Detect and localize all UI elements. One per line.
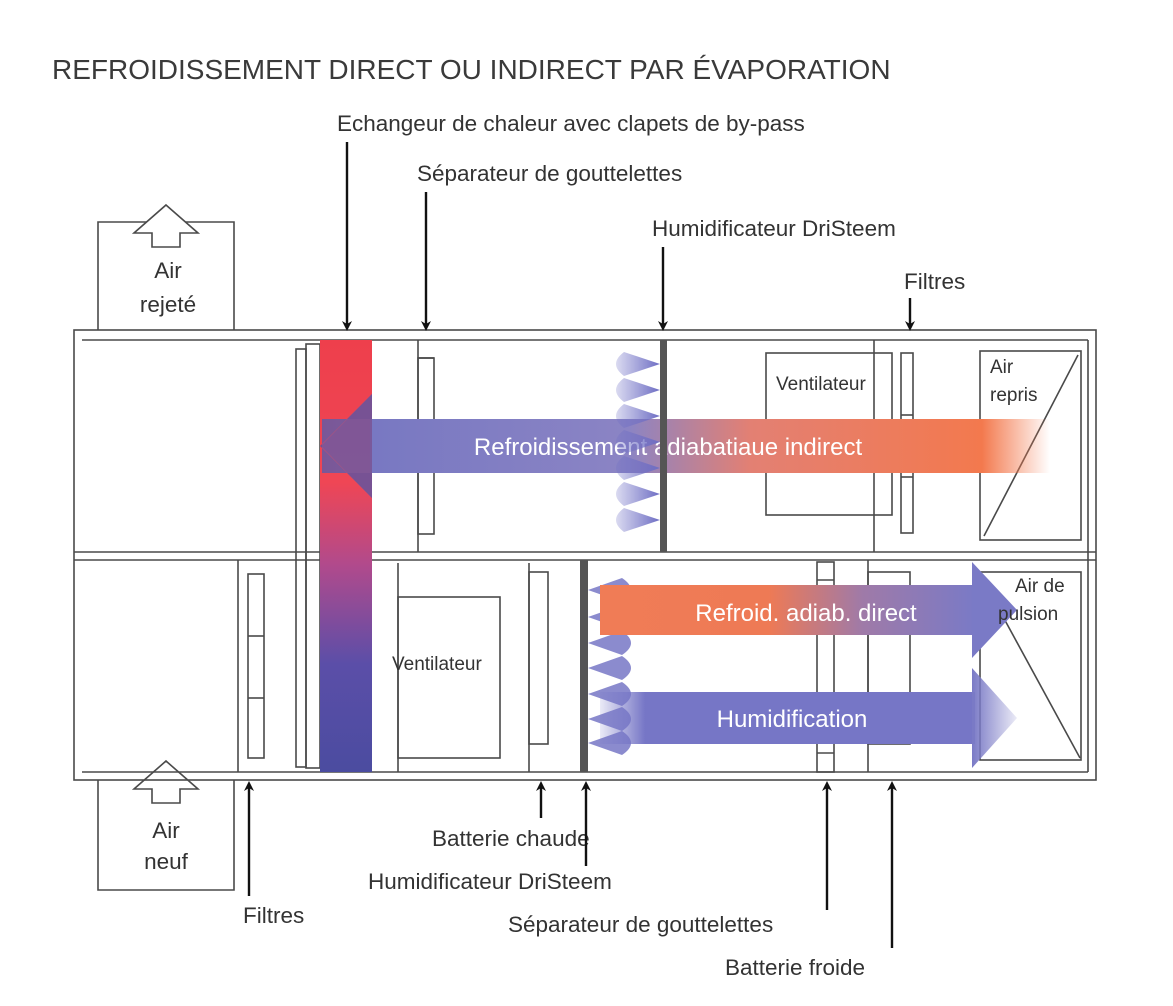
lower-fan: Ventilateur xyxy=(392,563,501,772)
return-air-label-1: Air xyxy=(990,357,1014,378)
direct-cooling-flow-arrow: Refroid. adiab. direct xyxy=(600,562,1017,658)
up-arrow-icon xyxy=(131,759,201,804)
fresh-air-label-2: neuf xyxy=(144,849,189,874)
upper-humidifier-mist xyxy=(616,352,660,532)
fresh-air-port: Air neuf xyxy=(97,759,235,891)
lower-filters-callout: Filtres xyxy=(243,903,304,928)
supply-air-label-1: Air de xyxy=(1015,576,1065,597)
indirect-cooling-flow-arrow: Refroidissement adiabatiaue indirect xyxy=(320,394,1050,498)
diagram-title: REFROIDISSEMENT DIRECT OU INDIRECT PAR É… xyxy=(52,54,891,85)
direct-cooling-label: Refroid. adiab. direct xyxy=(695,600,917,627)
lower-humidifier xyxy=(580,560,588,772)
heating-coil xyxy=(528,563,549,772)
upper-filter-frame xyxy=(295,343,321,769)
up-arrow-icon xyxy=(131,203,201,248)
upper-humidifier xyxy=(660,340,667,552)
lower-droplet-separator xyxy=(816,561,835,773)
supply-air-label-2: pulsion xyxy=(998,604,1058,625)
lower-droplet-separator-callout: Séparateur de gouttelettes xyxy=(508,912,773,937)
heating-coil-callout: Batterie chaude xyxy=(432,826,590,851)
humidification-flow-arrow: Humidification xyxy=(600,668,1017,768)
upper-droplet-separator-callout: Séparateur de gouttelettes xyxy=(417,161,682,186)
upper-humidifier-callout: Humidificateur DriSteem xyxy=(652,216,896,241)
indirect-cooling-label: Refroidissement adiabatiaue indirect xyxy=(474,434,863,461)
cooling-coil-callout: Batterie froide xyxy=(725,955,865,980)
humidification-label: Humidification xyxy=(717,706,868,733)
upper-filters-callout: Filtres xyxy=(904,269,965,294)
exhaust-air-label-2: rejeté xyxy=(140,292,196,317)
lower-humidifier-callout: Humidificateur DriSteem xyxy=(368,869,612,894)
exhaust-air-port: Air rejeté xyxy=(97,203,235,330)
fresh-air-label-1: Air xyxy=(152,818,180,843)
lower-fan-label: Ventilateur xyxy=(392,654,482,675)
lower-filters xyxy=(237,560,265,772)
exhaust-air-label-1: Air xyxy=(154,258,182,283)
return-air-label-2: repris xyxy=(990,385,1038,406)
upper-fan-label: Ventilateur xyxy=(776,374,866,395)
heat-exchanger-callout: Echangeur de chaleur avec clapets de by-… xyxy=(337,111,805,136)
